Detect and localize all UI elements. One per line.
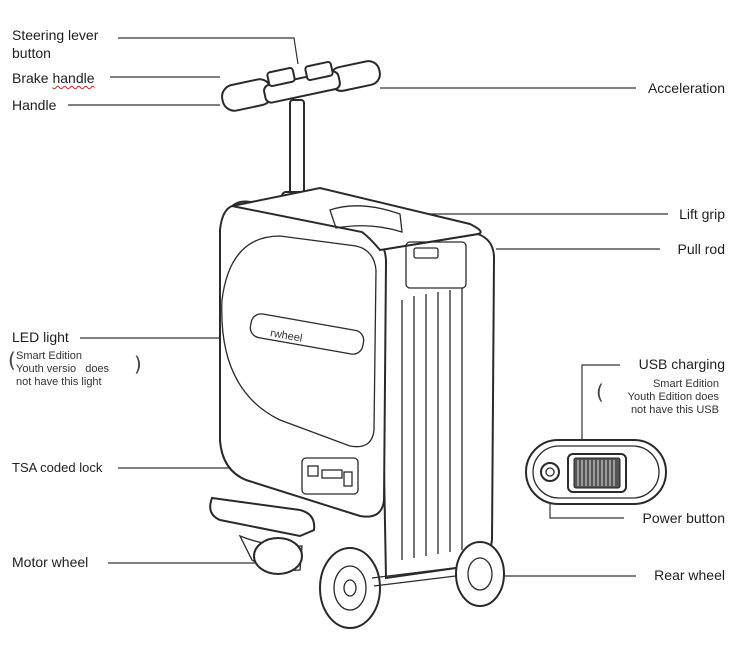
label-usb-note-line2: Youth Edition does <box>627 391 719 403</box>
label-usb-charging: USB charging <box>638 356 725 372</box>
label-motor-wheel: Motor wheel <box>12 554 89 570</box>
label-power-button: Power button <box>642 510 726 526</box>
label-led-light: LED light <box>12 329 69 345</box>
label-acceleration: Acceleration <box>647 80 725 96</box>
label-brake-handle-word: handle <box>52 70 95 86</box>
label-led-note-line1: Smart Edition <box>16 350 83 362</box>
usb-power-panel-illustration <box>525 439 667 505</box>
label-tsa-lock: TSA coded lock <box>12 460 103 475</box>
label-led-note-line2b: does <box>85 363 110 375</box>
label-led-note-line3: not have this light <box>16 376 102 388</box>
label-steering-lever-line2: button <box>12 45 51 61</box>
label-rear-wheel: Rear wheel <box>654 567 725 583</box>
footboard-and-wheels <box>209 496 505 629</box>
label-handle: Handle <box>12 97 57 113</box>
label-pull-rod: Pull rod <box>677 241 725 257</box>
label-steering-lever-line1: Steering lever <box>12 27 99 43</box>
label-brake-handle: Brake handle <box>12 70 95 87</box>
handlebar <box>221 60 381 205</box>
led-note-paren-close: ) <box>134 352 142 376</box>
label-led-note-line2a: Youth versio <box>16 363 77 375</box>
usb-note-paren-open: ( <box>596 380 604 404</box>
label-brake: Brake <box>12 70 53 86</box>
leader-lines <box>68 37 668 577</box>
label-usb-note-line1: Smart Edition <box>652 378 719 390</box>
label-led-note-line2: Youth versio does <box>16 363 109 376</box>
label-usb-note-line3: not have this USB <box>630 404 719 416</box>
led-note-paren-open: ( <box>8 348 16 372</box>
suitcase-body <box>219 186 496 580</box>
label-lift-grip: Lift grip <box>679 206 725 222</box>
